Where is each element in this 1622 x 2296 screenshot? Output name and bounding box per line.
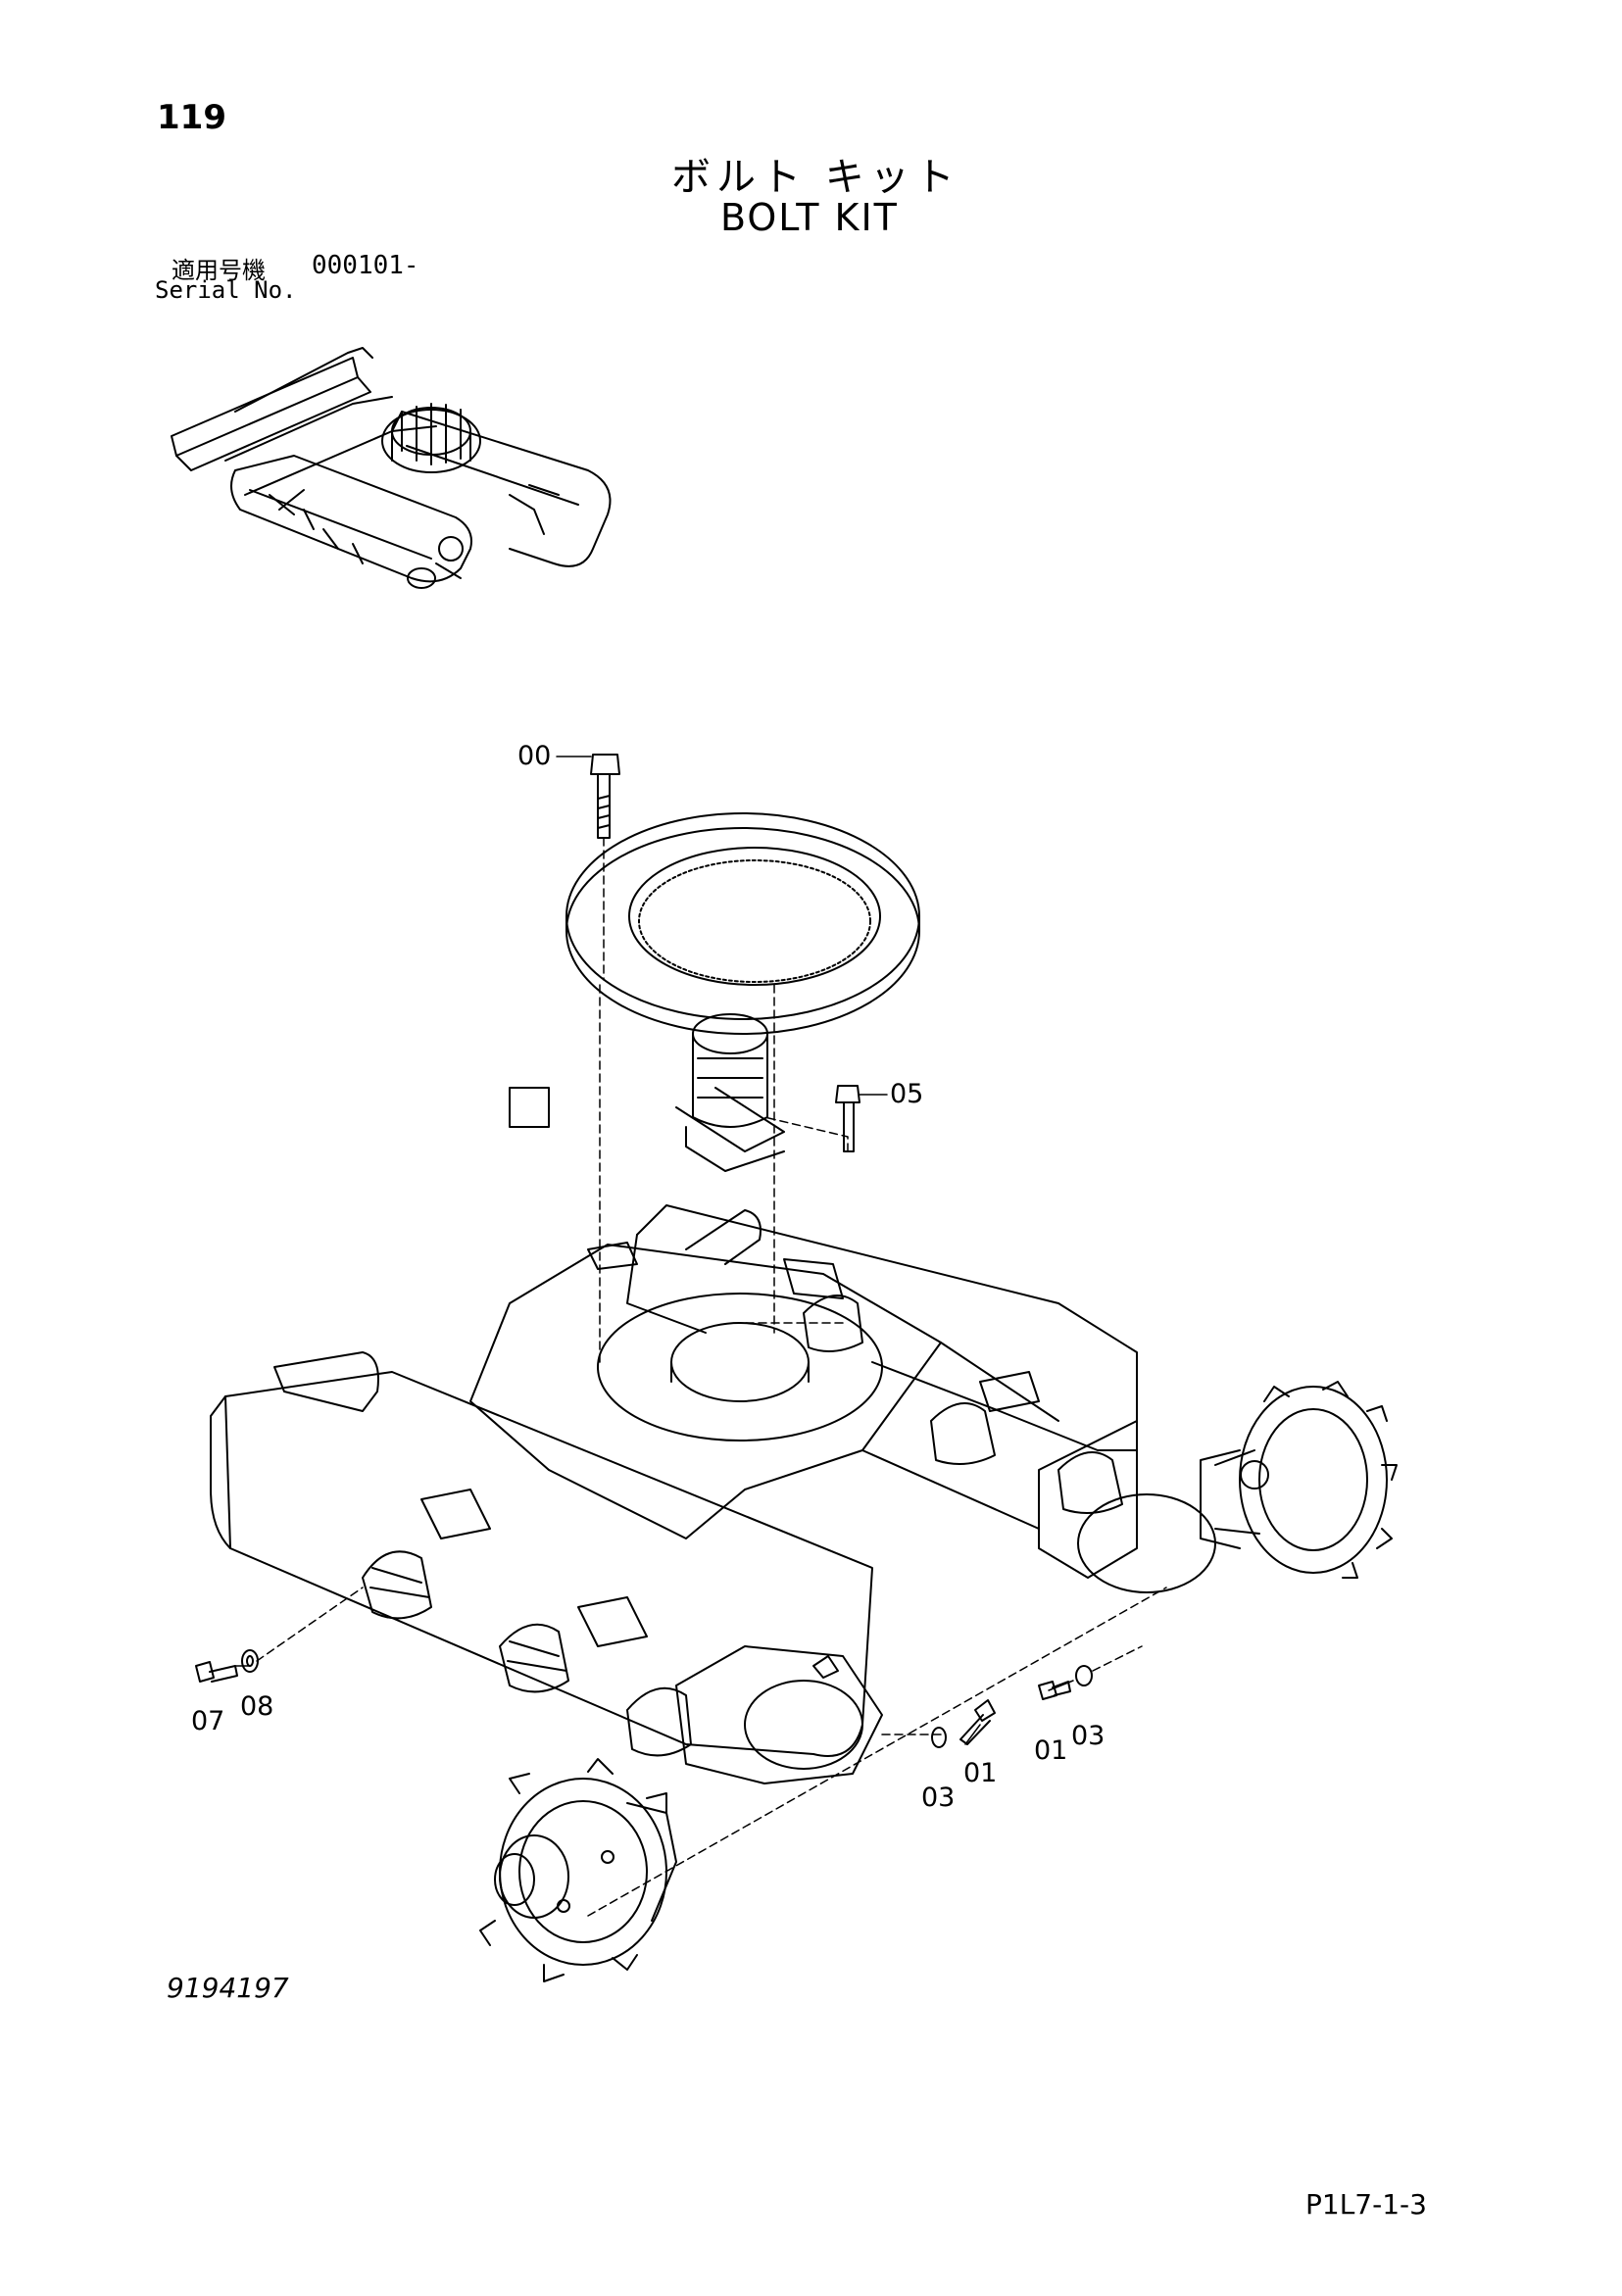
callout-03-right: 03 <box>1071 1721 1105 1751</box>
sheet-reference: P1L7-1-3 <box>1305 2188 1427 2221</box>
callout-labels: 00 05 07 08 03 01 01 03 <box>191 741 1105 1813</box>
bolt-07 <box>195 1661 238 1683</box>
callout-01-left: 01 <box>963 1758 997 1788</box>
callout-03-left: 03 <box>921 1783 955 1813</box>
track-frame <box>210 1087 1216 1784</box>
title-japanese: ボルト キット <box>671 155 960 200</box>
callout-05: 05 <box>890 1079 923 1109</box>
washer-08 <box>241 1649 259 1673</box>
callout-07: 07 <box>191 1706 224 1736</box>
bolt-05 <box>835 1085 860 1152</box>
travel-motor-left <box>479 1758 677 1982</box>
dashed-assembly-lines <box>256 837 1167 1917</box>
travel-motor-right <box>1200 1381 1398 1579</box>
washer-03-right <box>1075 1665 1093 1686</box>
overview-thumbnail <box>171 347 612 589</box>
callout-08: 08 <box>240 1691 273 1722</box>
serial-number-value: 000101- <box>312 251 419 280</box>
bolt-00 <box>590 754 620 839</box>
callout-01-right: 01 <box>1034 1735 1067 1766</box>
serial-label-english: Serial No. <box>155 276 297 304</box>
washer-03-left <box>931 1727 947 1748</box>
page-number: 119 <box>157 98 226 137</box>
title-english: BOLT KIT <box>720 196 899 239</box>
callout-00: 00 <box>517 741 551 771</box>
bolt-01-right <box>1038 1681 1071 1700</box>
center-joint <box>675 1013 785 1172</box>
swing-bearing <box>565 812 920 1035</box>
bolt-01-left <box>959 1699 996 1745</box>
drawing-number: 9194197 <box>167 1972 289 2004</box>
leader-lines <box>234 756 1074 1745</box>
track-rollers <box>362 1295 1123 1757</box>
serial-label-japanese: 適用号機 <box>172 257 266 284</box>
